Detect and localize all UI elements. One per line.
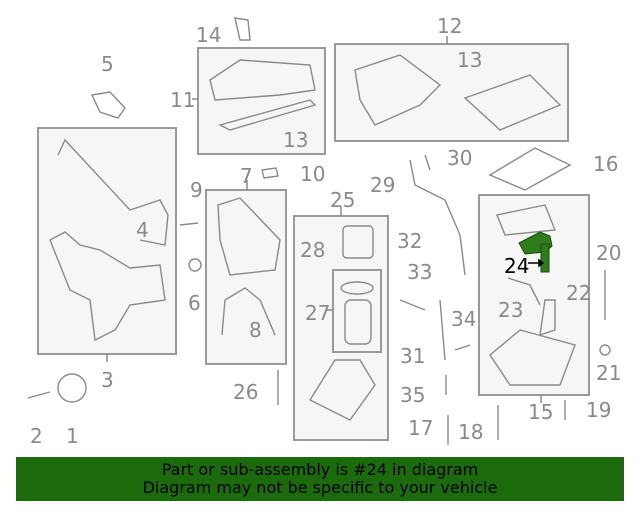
callout-15: 15 xyxy=(528,400,554,424)
callout-4: 4 xyxy=(136,218,149,242)
timing-cover-box xyxy=(37,127,177,355)
timing-gasket-outline xyxy=(57,138,169,246)
tube-23 xyxy=(507,277,541,306)
o-ring xyxy=(340,281,374,295)
callout-9: 9 xyxy=(190,178,203,202)
filter-housing xyxy=(308,359,376,421)
banner-part-note: Part or sub-assembly is #24 in diagram xyxy=(161,460,479,479)
gasket-34 xyxy=(454,344,471,351)
highlighted-part-24 xyxy=(518,231,553,273)
callout-27: 27 xyxy=(305,301,331,325)
oil-pump xyxy=(217,197,281,276)
pulley-1 xyxy=(57,373,87,403)
tube-29-31 xyxy=(409,159,466,361)
callout-18: 18 xyxy=(458,420,484,444)
gasket-13-left xyxy=(218,99,317,131)
callout-24-highlighted: 24 xyxy=(504,254,530,278)
callout-13-left: 13 xyxy=(283,128,309,152)
callout-35: 35 xyxy=(400,383,426,407)
callout-20: 20 xyxy=(596,241,622,265)
callout-32: 32 xyxy=(397,229,423,253)
stud-33 xyxy=(399,299,426,311)
callout-11: 11 xyxy=(170,88,196,112)
callout-10: 10 xyxy=(300,162,326,186)
callout-34: 34 xyxy=(451,307,477,331)
baffle xyxy=(496,204,556,236)
callout-6: 6 xyxy=(188,291,201,315)
callout-16: 16 xyxy=(593,152,619,176)
callout-8: 8 xyxy=(249,318,262,342)
callout-12: 12 xyxy=(437,14,463,38)
callout-3: 3 xyxy=(101,368,114,392)
sensor-30 xyxy=(424,154,431,171)
callout-13-right: 13 xyxy=(457,48,483,72)
gasket-8 xyxy=(221,287,276,336)
callout-7: 7 xyxy=(240,164,253,188)
callout-25: 25 xyxy=(330,188,356,212)
valve-cover-right xyxy=(354,54,442,126)
seal-6 xyxy=(188,258,202,272)
callout-28: 28 xyxy=(300,238,326,262)
bolt-9 xyxy=(179,222,199,226)
callout-30: 30 xyxy=(447,146,473,170)
callout-17: 17 xyxy=(408,416,434,440)
banner-disclaimer: Diagram may not be specific to your vehi… xyxy=(142,478,498,497)
callout-21: 21 xyxy=(596,361,622,385)
callout-23: 23 xyxy=(498,298,524,322)
callout-1: 1 xyxy=(66,424,79,448)
callout-14: 14 xyxy=(196,23,222,47)
info-banner: Part or sub-assembly is #24 in diagram D… xyxy=(16,457,624,501)
part-10 xyxy=(261,167,279,179)
filter-cap-28 xyxy=(342,225,374,259)
oil-pan xyxy=(489,329,576,386)
oil-filter-box xyxy=(332,269,382,353)
callout-5: 5 xyxy=(101,52,114,76)
callout-29: 29 xyxy=(370,173,396,197)
valve-cover-left xyxy=(209,59,316,101)
bracket-5 xyxy=(90,91,126,119)
callout-2: 2 xyxy=(30,424,43,448)
gasket-13-right xyxy=(463,74,562,131)
filter-element xyxy=(344,299,372,345)
oil-pan-box xyxy=(478,194,590,396)
valve-cover-right-box xyxy=(334,43,569,142)
callout-33: 33 xyxy=(407,260,433,284)
callout-22: 22 xyxy=(566,281,592,305)
part-22 xyxy=(539,299,556,337)
gasket-16 xyxy=(488,147,572,191)
washer-21 xyxy=(599,344,611,356)
callout-26: 26 xyxy=(233,380,259,404)
bolt-2 xyxy=(27,391,51,399)
timing-cover-outline xyxy=(49,231,166,342)
callout-19: 19 xyxy=(586,398,612,422)
callout-31: 31 xyxy=(400,344,426,368)
part-14 xyxy=(234,17,251,41)
